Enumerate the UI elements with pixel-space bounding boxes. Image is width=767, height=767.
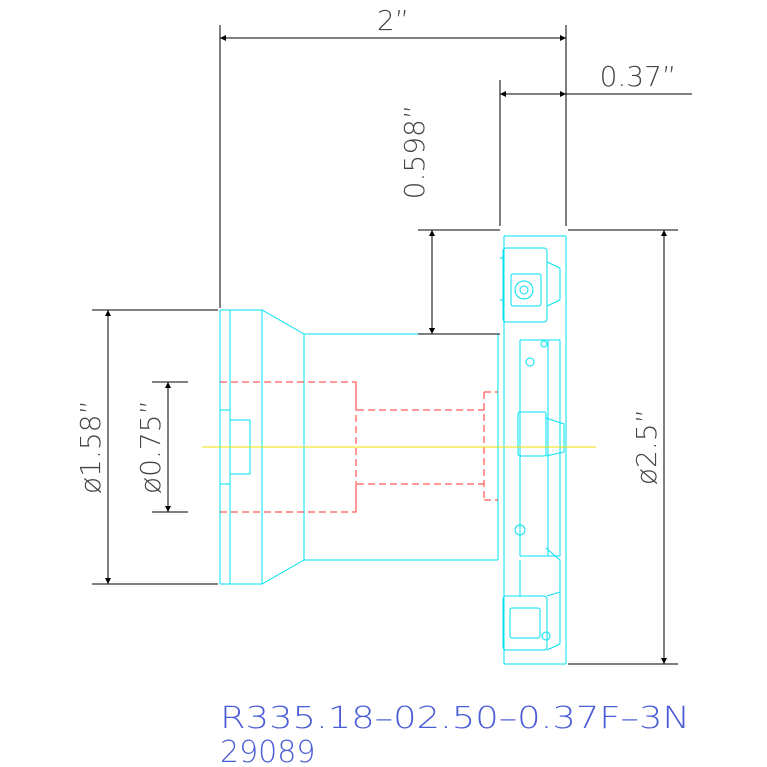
- dim-overall-length: 2”: [377, 4, 409, 37]
- dimension-lines: [92, 25, 692, 665]
- hidden-bore-lines: [220, 381, 498, 513]
- tool-body-outline: [219, 235, 567, 665]
- part-code: 29089: [220, 735, 315, 767]
- part-number: R335.18–02.50–0.37F–3N: [220, 701, 690, 736]
- dim-bore-diameter: ø0.75”: [134, 400, 167, 494]
- dim-cut-depth: 0.598”: [398, 105, 431, 200]
- dim-cutter-diameter: ø2.5”: [630, 409, 663, 485]
- dim-body-diameter: ø1.58”: [74, 400, 107, 494]
- dim-insert-width: 0.37”: [600, 60, 677, 93]
